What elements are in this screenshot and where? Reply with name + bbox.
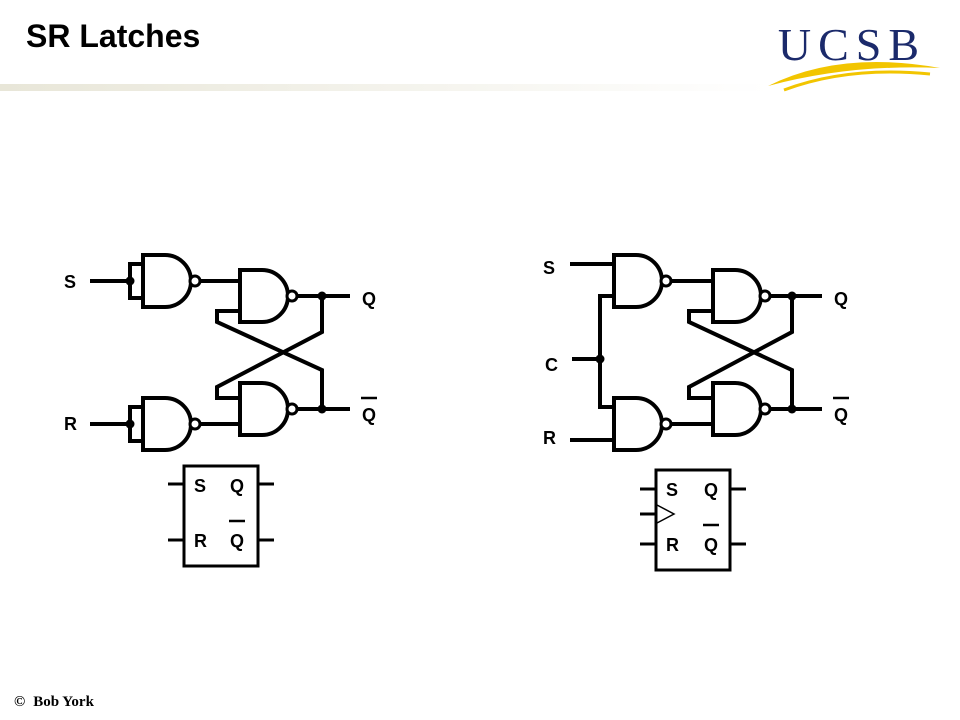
- gated-nand-4: [711, 381, 763, 437]
- nand-bubble-4: [285, 402, 299, 416]
- sr-symbol-qbar-label: Q: [230, 531, 244, 551]
- gated-c-bus: [598, 294, 614, 409]
- nand-gate-3: [238, 268, 290, 324]
- gated-q-feedback: [687, 296, 794, 400]
- gated-symbol-box: [654, 468, 732, 572]
- gated-qbar-feedback: [687, 309, 794, 409]
- slide-title: SR Latches: [26, 18, 201, 54]
- gated-c-label: C: [545, 355, 558, 375]
- sr-latch-s-label: S: [64, 272, 76, 292]
- gated-bubble-2: [659, 417, 673, 431]
- sr-symbol-r-label: R: [194, 531, 207, 551]
- nand-gate-4: [238, 381, 290, 437]
- gated-q-label: Q: [834, 289, 848, 309]
- gated-sr-latch-circuit: S C R Q Q: [543, 253, 849, 452]
- qbar-feedback-wire: [215, 309, 324, 409]
- clock-triangle-icon: [656, 504, 676, 524]
- sr-symbol-s-label: S: [194, 476, 206, 496]
- gated-symbol-q-label: Q: [704, 480, 718, 500]
- sr-latch-r-label: R: [64, 414, 77, 434]
- header-rule: [0, 84, 770, 91]
- sr-latch-q-label: Q: [362, 289, 376, 309]
- sr-latch-qbar-label: Q: [362, 405, 376, 425]
- logo-wordmark: UCSB: [778, 19, 926, 70]
- gated-nand-3: [711, 268, 763, 324]
- gated-bubble-3: [758, 289, 772, 303]
- r-junction: [125, 419, 135, 429]
- gated-symbol-s-label: S: [666, 480, 678, 500]
- sr-latch-symbol: S R Q Q: [168, 464, 274, 568]
- gated-qbar-label: Q: [834, 405, 848, 425]
- footer-author: Bob York: [33, 694, 94, 710]
- nand-gate-2: [141, 396, 193, 452]
- logo-swoosh: [768, 62, 940, 86]
- ucsb-logo: UCSB: [768, 19, 940, 92]
- nand-bubble-1: [188, 274, 202, 288]
- gated-r-label: R: [543, 428, 556, 448]
- s-junction: [125, 276, 135, 286]
- gated-bubble-1: [659, 274, 673, 288]
- sr-latch-circuit: S R Q Q: [64, 253, 377, 452]
- sr-symbol-q-label: Q: [230, 476, 244, 496]
- gated-symbol-qbar-label: Q: [704, 535, 718, 555]
- gated-bubble-4: [758, 402, 772, 416]
- gated-c-junction: [595, 354, 605, 364]
- copyright-symbol: ©: [14, 694, 26, 710]
- slide-footer: © Bob York: [14, 694, 94, 711]
- nand-bubble-2: [188, 417, 202, 431]
- gated-nand-1: [612, 253, 664, 309]
- sr-symbol-box: [182, 464, 260, 568]
- q-feedback-wire: [215, 296, 324, 400]
- gated-s-label: S: [543, 258, 555, 278]
- gated-sr-latch-symbol: S R Q Q: [640, 468, 746, 572]
- nand-gate-1: [141, 253, 193, 309]
- nand-bubble-3: [285, 289, 299, 303]
- gated-symbol-r-label: R: [666, 535, 679, 555]
- logo-swoosh-thin: [783, 70, 931, 92]
- gated-nand-2: [612, 396, 664, 452]
